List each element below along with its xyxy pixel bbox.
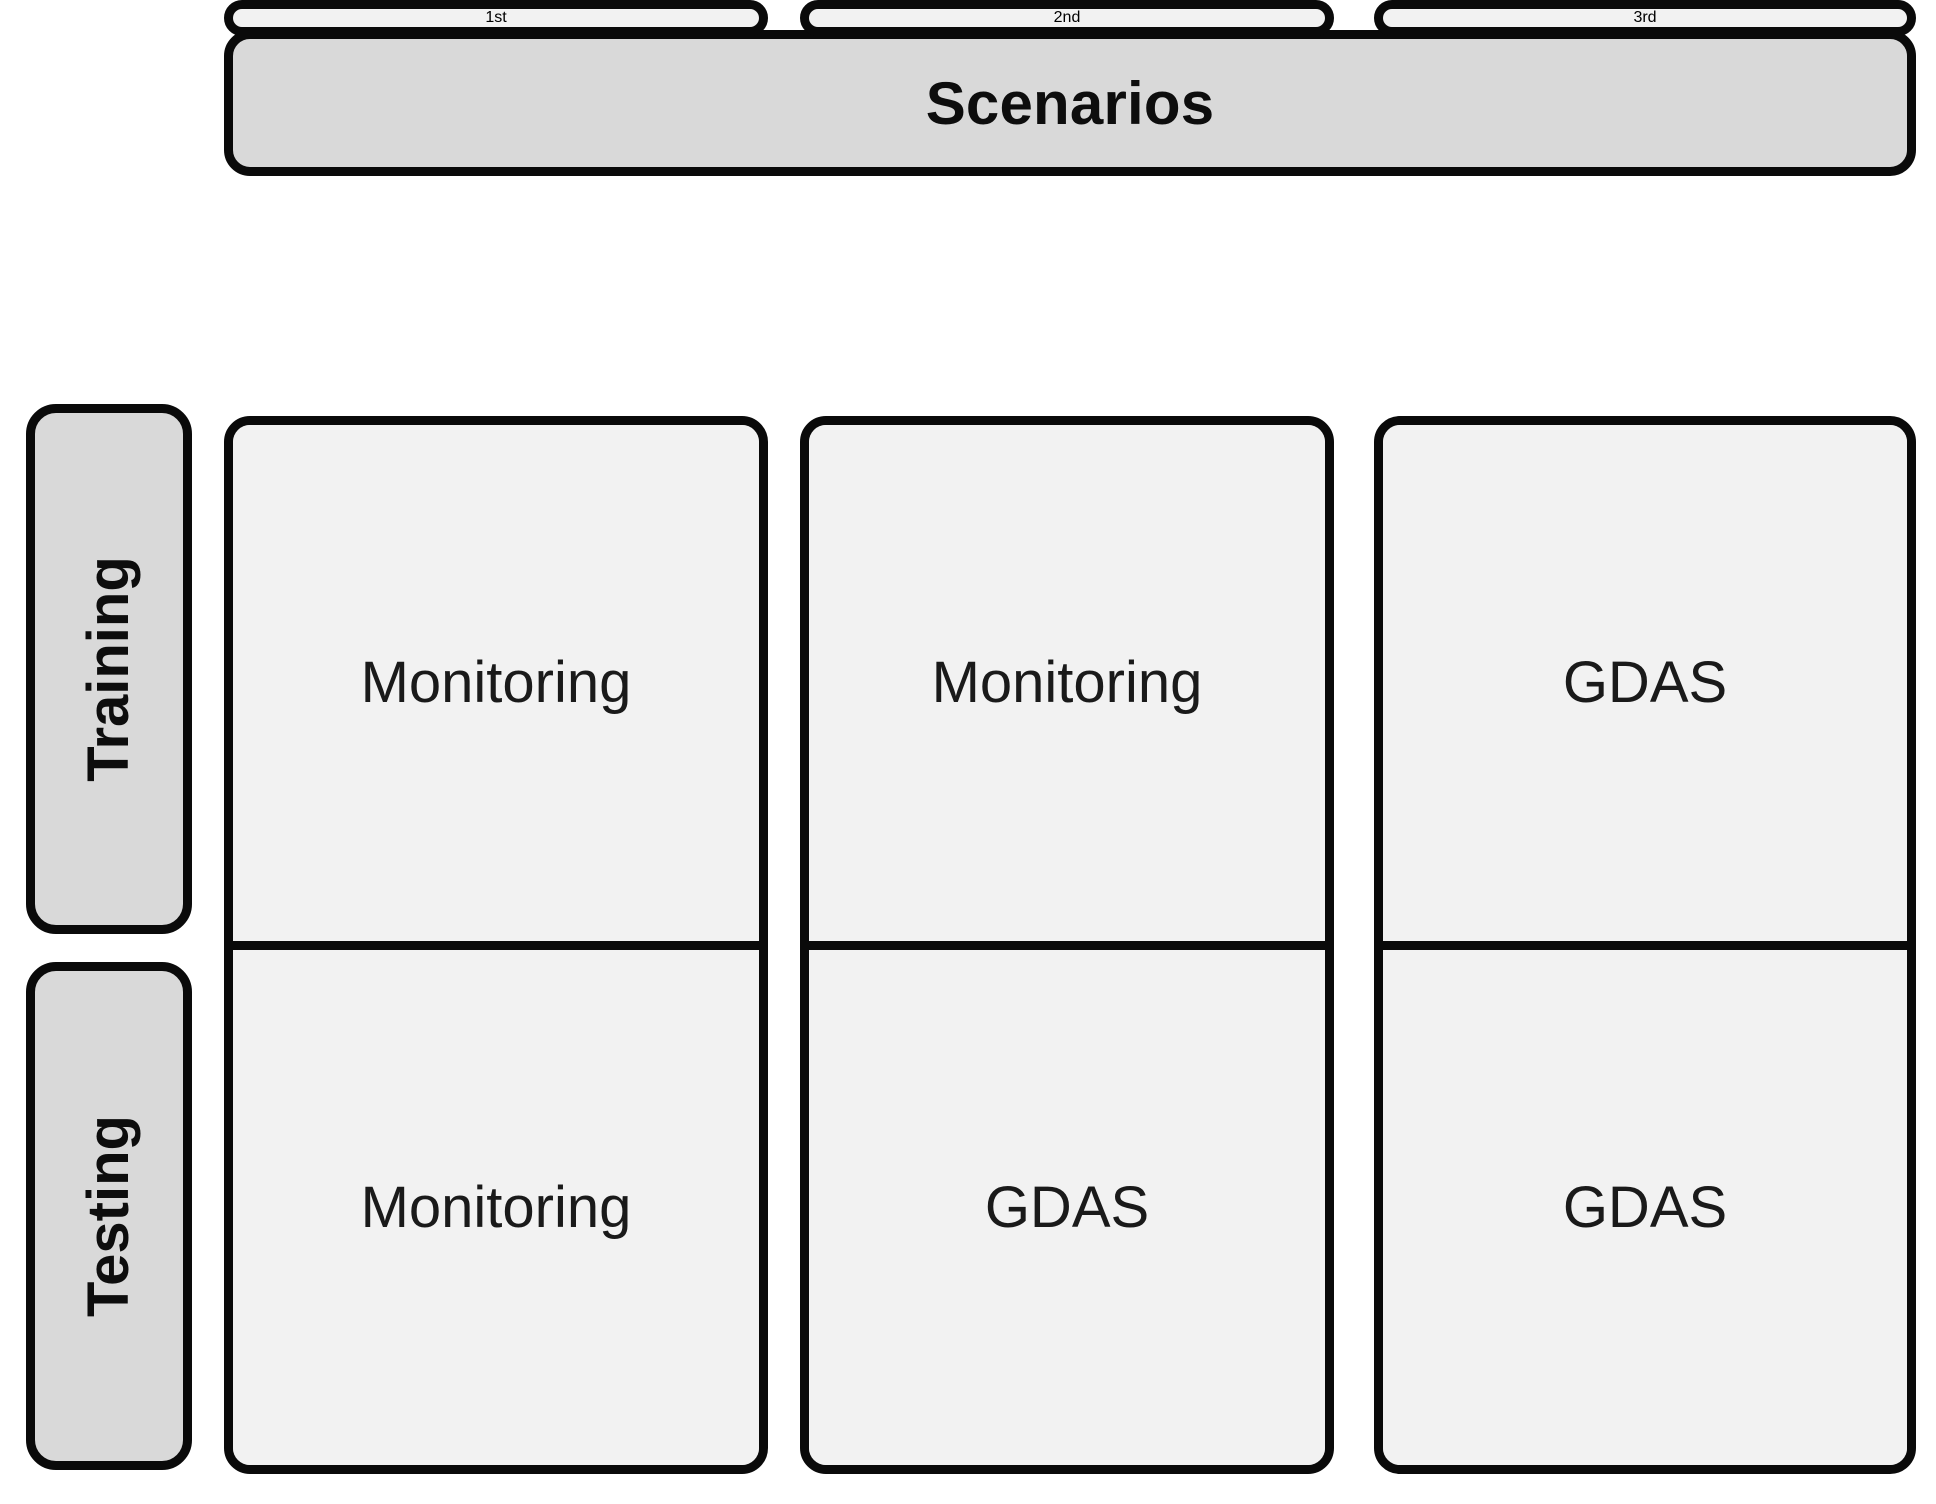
row-header-testing: Testing — [26, 962, 192, 1470]
scenarios-banner-label: Scenarios — [925, 69, 1215, 137]
column-header-3rd: 3rd — [1374, 0, 1916, 36]
cell-testing-2nd-label: GDAS — [984, 1174, 1150, 1240]
column-header-3rd-label: 3rd — [1633, 9, 1657, 26]
cell-testing-2nd: GDAS — [809, 949, 1325, 1465]
row-header-testing-label: Testing — [76, 1115, 141, 1317]
cell-training-1st-label: Monitoring — [360, 650, 632, 716]
cell-testing-1st: Monitoring — [233, 949, 759, 1465]
cell-training-2nd: Monitoring — [809, 425, 1325, 950]
cell-testing-3rd: GDAS — [1383, 949, 1907, 1465]
column-header-1st: 1st — [224, 0, 768, 36]
column-header-1st-label: 1st — [485, 9, 507, 26]
grid-column-3rd: GDAS GDAS — [1374, 416, 1916, 1474]
cell-training-3rd: GDAS — [1383, 425, 1907, 950]
cell-testing-1st-label: Monitoring — [360, 1174, 632, 1240]
row-header-training-label: Training — [76, 556, 142, 782]
cell-training-2nd-label: Monitoring — [931, 650, 1203, 716]
grid-column-2nd: Monitoring GDAS — [800, 416, 1334, 1474]
cell-training-3rd-label: GDAS — [1562, 650, 1728, 716]
cell-testing-3rd-label: GDAS — [1562, 1174, 1728, 1240]
grid-column-1st: Monitoring Monitoring — [224, 416, 768, 1474]
column-header-2nd: 2nd — [800, 0, 1334, 36]
scenarios-banner: Scenarios — [224, 30, 1916, 176]
column-header-2nd-label: 2nd — [1053, 9, 1081, 26]
row-header-training: Training — [26, 404, 192, 934]
cell-training-1st: Monitoring — [233, 425, 759, 950]
